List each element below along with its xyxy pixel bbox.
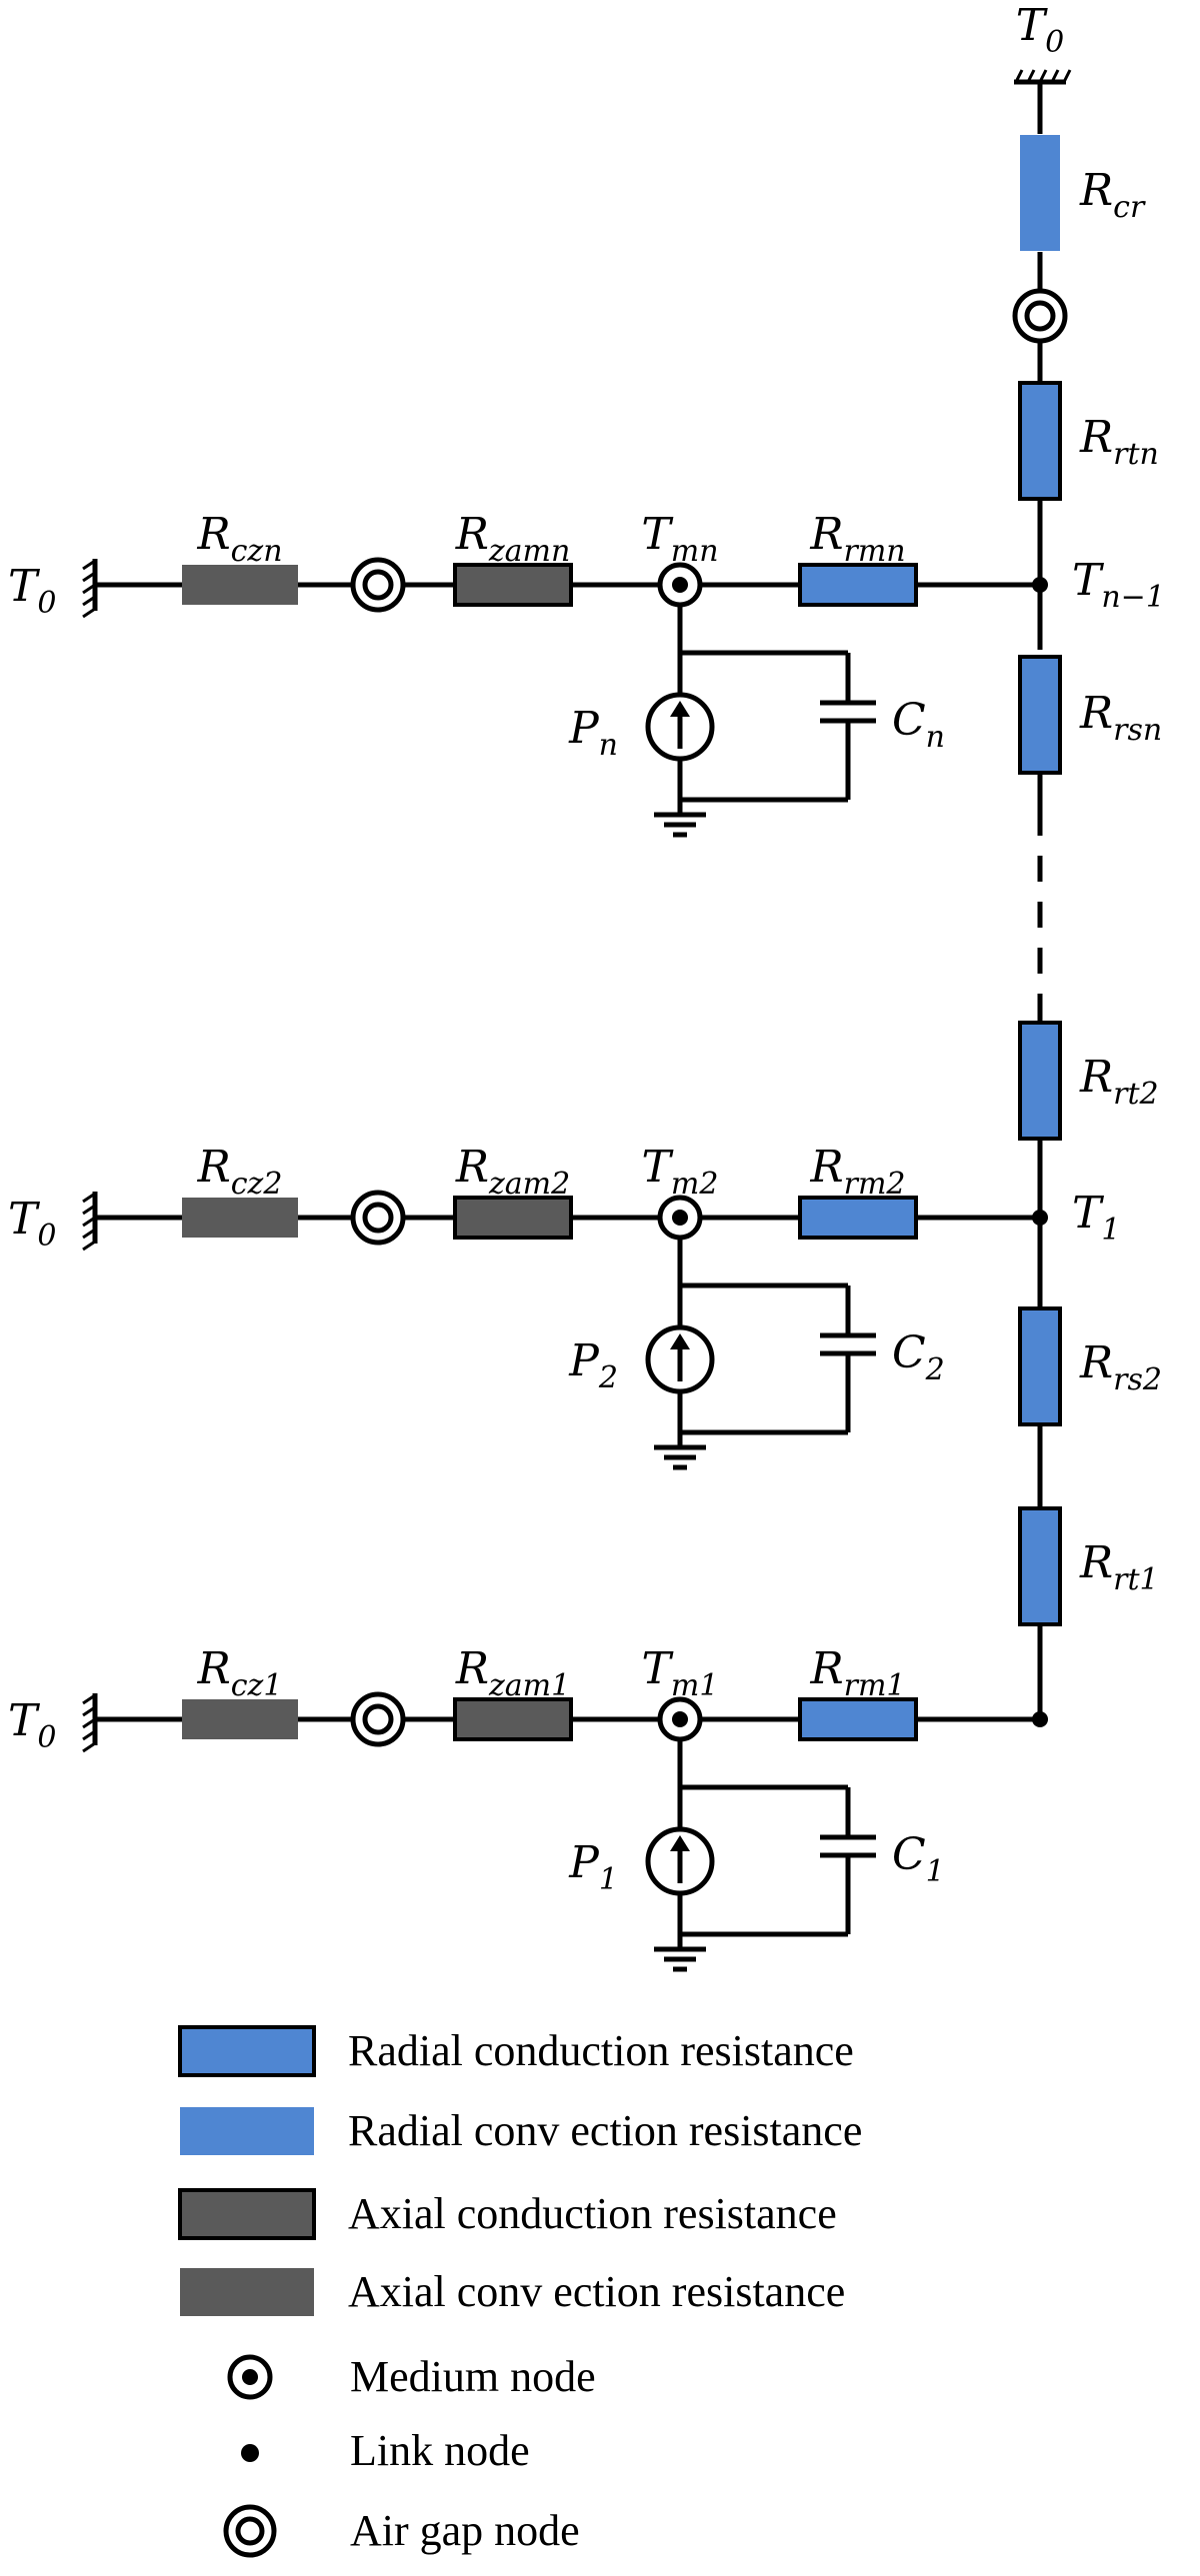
branch-2-P-label: P2 — [568, 1335, 618, 1395]
branch-1-medium-node-dot — [672, 1711, 688, 1727]
R_rt1-label: Rrt1 — [1079, 1537, 1159, 1597]
branch-2-ground — [82, 1192, 98, 1252]
branch-1-power-source-arrow-head — [670, 1835, 690, 1851]
branch-2-R_zam-resistor — [453, 1196, 573, 1240]
branch-n-power-source-arrow-head — [670, 701, 690, 717]
legend-radial-conduction-label: Radial conduction resistance — [348, 2026, 854, 2075]
branch-1-air-gap-node-inner — [362, 1703, 394, 1735]
branch-n-T_m-label: Tmn — [641, 509, 718, 569]
branch-1-C-label: C1 — [892, 1829, 945, 1889]
branch-2-power-source-arrow-head — [670, 1333, 690, 1349]
legend-radial-convection-symbol — [180, 2107, 314, 2155]
branch-2-C-label: C2 — [892, 1327, 945, 1387]
branch-1-link-node — [1032, 1711, 1048, 1727]
branch-n-air-gap-node-inner — [362, 569, 394, 601]
legend-link-node-label: Link node — [350, 2426, 530, 2475]
branch-n-R_rm-resistor — [798, 563, 918, 607]
branch-2-medium-node-dot — [672, 1210, 688, 1226]
legend-radial-convection-label: Radial conv ection resistance — [348, 2106, 862, 2155]
top-ground-label: T0 — [1016, 0, 1064, 60]
branch-2-link-node — [1032, 1210, 1048, 1226]
R_rt2-resistor — [1018, 1021, 1062, 1141]
branch-1-R_rm-label: Rrm1 — [809, 1643, 905, 1703]
branch-2-R_cz-label: Rcz2 — [197, 1142, 283, 1202]
legend-axial-conduction-symbol — [178, 2188, 316, 2240]
branch-2-link-label: T1 — [1072, 1188, 1120, 1248]
branch-n-ground — [82, 559, 98, 619]
branch-1-R_zam-label: Rzam1 — [455, 1643, 570, 1703]
branch-2-R_rm-label: Rrm2 — [809, 1142, 905, 1202]
branch-2-T_m-label: Tm2 — [642, 1142, 719, 1202]
branch-n-medium-node-dot — [672, 577, 688, 593]
branch-1-R_cz-label: Rcz1 — [197, 1643, 283, 1703]
R_rt2-label: Rrt2 — [1079, 1052, 1159, 1112]
branch-2-R_rm-resistor — [798, 1196, 918, 1240]
branch-n-link-label: Tn−1 — [1072, 555, 1165, 615]
branch-n-R_cz-label: Rczn — [196, 509, 282, 569]
legend-axial-conduction-label: Axial conduction resistance — [348, 2189, 837, 2238]
R_rsn-resistor — [1018, 655, 1062, 775]
branch-n-R_rm-label: Rrmn — [809, 509, 905, 569]
legend-medium-node-symbol-dot — [242, 2369, 258, 2385]
R_rsn-label: Rrsn — [1079, 688, 1162, 748]
R_rtn-label: Rrtn — [1079, 412, 1159, 472]
components — [82, 69, 1072, 1896]
branch-2-air-gap-node-inner — [362, 1202, 394, 1234]
R_rs2-resistor — [1018, 1306, 1062, 1426]
branch-n-ground-label: T0 — [8, 561, 56, 621]
R_rt1-resistor — [1018, 1506, 1062, 1626]
branch-1-R_cz-resistor — [182, 1699, 298, 1739]
branch-1-P-label: P1 — [568, 1837, 618, 1897]
branch-n-P-label: Pn — [568, 703, 618, 763]
legend-link-node-symbol — [241, 2444, 259, 2462]
branch-n-C-label: Cn — [892, 695, 945, 755]
R_cr-resistor — [1020, 135, 1060, 251]
branch-n-R_zam-label: Rzamn — [455, 509, 571, 569]
branch-1-R_zam-resistor — [453, 1697, 573, 1741]
branch-1-ground-label: T0 — [8, 1695, 56, 1755]
legend-axial-convection-label: Axial conv ection resistance — [348, 2267, 845, 2316]
legend-air-gap-node-label: Air gap node — [350, 2506, 580, 2555]
branch-1-T_m-label: Tm1 — [642, 1643, 719, 1703]
legend-air-gap-node-symbol-inner — [235, 2516, 265, 2546]
branch-n-R_zam-resistor — [453, 563, 573, 607]
R_cr-label: Rcr — [1079, 165, 1146, 225]
branch-2-R_zam-label: Rzam2 — [455, 1142, 570, 1202]
top-ground — [1014, 69, 1072, 85]
top-air-gap-node-inner — [1024, 300, 1056, 332]
branch-n-link-node — [1032, 577, 1048, 593]
legend-medium-node-label: Medium node — [350, 2352, 596, 2401]
branch-n-R_cz-resistor — [182, 565, 298, 605]
branch-1-ground — [82, 1693, 98, 1753]
legend-axial-convection-symbol — [180, 2268, 314, 2316]
R_rtn-resistor — [1018, 381, 1062, 501]
legend-radial-conduction-symbol — [178, 2025, 316, 2077]
branch-2-ground-label: T0 — [8, 1194, 56, 1254]
branch-2-R_cz-resistor — [182, 1198, 298, 1238]
R_rs2-label: Rrs2 — [1079, 1337, 1162, 1397]
branch-1-R_rm-resistor — [798, 1697, 918, 1741]
